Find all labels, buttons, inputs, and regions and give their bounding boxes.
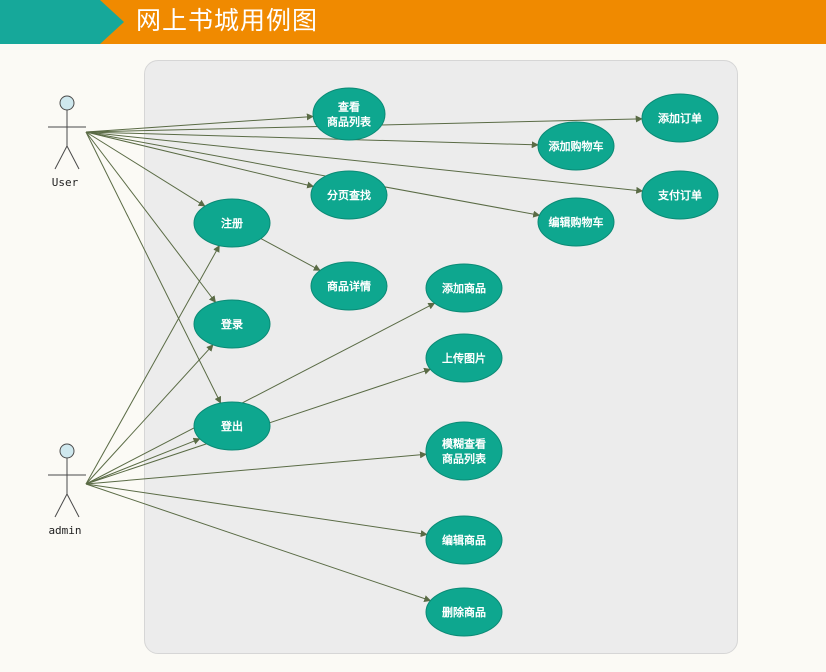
use-case-label: 登出	[220, 419, 243, 433]
use-case-label: 查看	[338, 100, 360, 114]
use-case-edit-product[interactable]: 编辑商品	[425, 515, 503, 565]
use-case-register[interactable]: 注册	[193, 198, 271, 248]
use-case-label: 编辑商品	[442, 533, 486, 547]
use-case-shape	[193, 198, 271, 248]
use-case-delete-product[interactable]: 删除商品	[425, 587, 503, 637]
page-title: 网上书城用例图	[136, 6, 319, 35]
link-admin-login	[85, 344, 214, 485]
link-admin-register	[85, 245, 220, 485]
use-case-label: 编辑购物车	[549, 215, 604, 229]
use-case-logout[interactable]: 登出	[193, 401, 271, 451]
use-case-label: 模糊查看	[442, 437, 486, 451]
use-case-shape	[312, 87, 386, 141]
link-user-logout	[85, 131, 222, 404]
actor-label-user: User	[52, 176, 79, 189]
use-case-shape	[425, 515, 503, 565]
link-user-add-cart	[85, 131, 539, 149]
link-user-login	[85, 131, 216, 303]
title-bar: 网上书城用例图	[0, 0, 826, 44]
use-case-shape	[193, 299, 271, 349]
link-user-register	[85, 131, 206, 207]
use-case-label: 登录	[220, 317, 243, 331]
use-case-label: 支付订单	[657, 188, 702, 202]
use-case-label: 分页查找	[327, 188, 371, 202]
use-case-pay-order[interactable]: 支付订单	[641, 170, 719, 220]
use-case-shape	[193, 401, 271, 451]
actor-admin[interactable]: admin	[48, 443, 86, 537]
use-case-edit-cart[interactable]: 编辑购物车	[537, 197, 615, 247]
link-user-pay-order	[85, 131, 644, 194]
use-case-product-detail[interactable]: 商品详情	[310, 261, 388, 311]
use-case-shape	[641, 93, 719, 143]
use-case-label: 注册	[221, 216, 243, 230]
link-user-page-search	[85, 131, 315, 189]
use-case-add-product[interactable]: 添加商品	[425, 263, 503, 313]
use-case-shape	[537, 121, 615, 171]
use-case-login[interactable]: 登录	[193, 299, 271, 349]
use-case-add-order[interactable]: 添加订单	[641, 93, 719, 143]
use-case-shape	[425, 421, 503, 481]
use-case-page-search[interactable]: 分页查找	[310, 170, 388, 220]
use-case-label: 商品详情	[327, 279, 371, 293]
use-case-label: 添加商品	[442, 281, 486, 295]
use-case-shape	[641, 170, 719, 220]
use-case-shape	[425, 263, 503, 313]
use-case-add-cart[interactable]: 添加购物车	[537, 121, 615, 171]
use-case-shape	[537, 197, 615, 247]
link-admin-logout	[85, 437, 201, 485]
use-case-label: 商品列表	[327, 115, 372, 129]
use-case-label: 上传图片	[442, 351, 486, 365]
use-case-upload-image[interactable]: 上传图片	[425, 333, 503, 383]
use-case-shape	[310, 170, 388, 220]
use-case-label: 删除商品	[442, 605, 486, 619]
link-admin-edit-product	[85, 483, 428, 538]
link-admin-fuzzy-search	[85, 451, 427, 485]
link-user-edit-cart	[85, 131, 541, 218]
use-case-label: 添加购物车	[549, 139, 604, 153]
use-case-shape	[425, 587, 503, 637]
use-case-shape	[425, 333, 503, 383]
actor-label-admin: admin	[48, 524, 81, 537]
actor-user[interactable]: User	[48, 95, 86, 189]
link-admin-add-product	[85, 302, 436, 485]
link-admin-delete-product	[85, 483, 432, 602]
use-case-label: 添加订单	[658, 111, 702, 125]
use-case-shape	[310, 261, 388, 311]
link-register-product-detail	[260, 238, 321, 271]
title-bar-accent	[0, 0, 124, 44]
use-case-label: 商品列表	[442, 452, 487, 466]
link-user-view-list	[85, 113, 314, 133]
